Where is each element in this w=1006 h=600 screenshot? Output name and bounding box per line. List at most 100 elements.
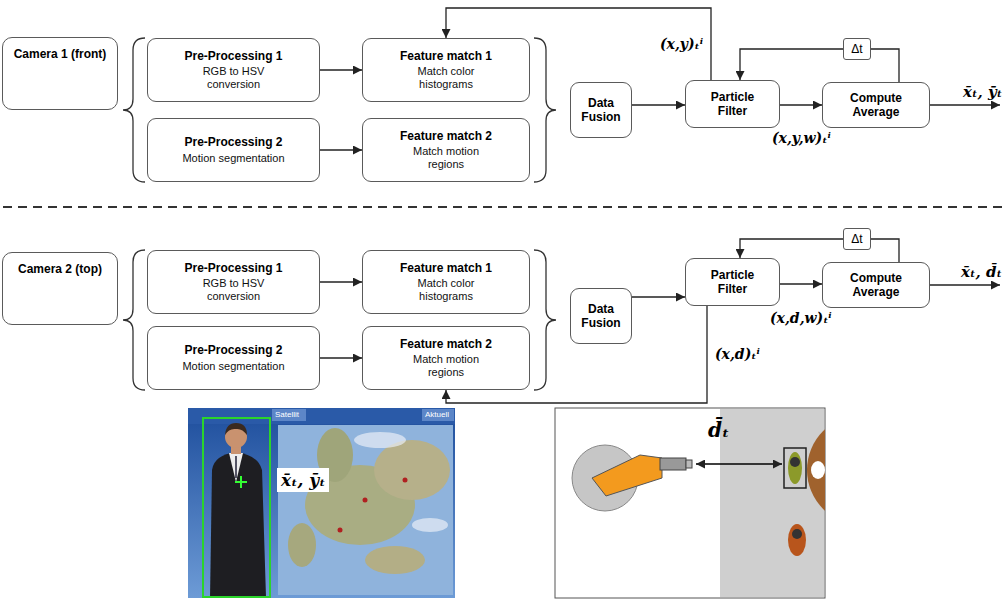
state-label: (x,d,w)ₜⁱ	[770, 310, 832, 327]
box-body: Motion segmentation	[182, 360, 284, 373]
box-body: Match color histograms	[401, 65, 491, 91]
process-box: Pre-Processing 2 Motion segmentation	[147, 118, 320, 182]
box-title: Pre-Processing 2	[184, 343, 282, 357]
camera-lens	[686, 460, 692, 468]
box-title: Camera 2 (top)	[18, 262, 102, 276]
box-title: Camera 1 (front)	[14, 47, 107, 61]
state-label: (x,y)ₜⁱ	[660, 36, 703, 53]
camera-mount	[592, 455, 662, 496]
presenter-body	[210, 452, 266, 598]
map-tab-text: Satellit	[275, 411, 299, 419]
connector	[320, 149, 362, 150]
connector	[632, 104, 685, 105]
map-city	[363, 498, 368, 503]
connector	[871, 239, 899, 262]
box-body: Match motion regions	[401, 145, 491, 171]
connector	[740, 49, 843, 80]
desk-notch	[811, 461, 825, 479]
box-body: Match color histograms	[401, 277, 491, 303]
box-title: Feature match 1	[400, 49, 492, 63]
tracking-cross	[240, 476, 242, 488]
output-label: x̄ₜ, ȳₜ	[963, 83, 1002, 101]
distance-label: d̄ₜ	[708, 418, 729, 442]
fusion-box: Data Fusion	[570, 288, 632, 344]
box-title: Pre-Processing 1	[184, 49, 282, 63]
connector	[780, 104, 822, 105]
presenter-tie	[235, 456, 237, 478]
person-top-view	[788, 452, 802, 484]
desk-disc	[807, 415, 825, 525]
fusion-box: Data Fusion	[570, 82, 632, 138]
tracking-box	[203, 418, 270, 597]
box-title: Compute Average	[842, 91, 910, 120]
box-body: RGB to HSV conversion	[189, 277, 279, 303]
brace	[123, 38, 145, 182]
state-label: (x,y,w)ₜⁱ	[772, 130, 831, 147]
connector	[320, 357, 362, 358]
photo-background	[188, 408, 455, 598]
box-body: Match motion regions	[401, 353, 491, 379]
connector	[871, 49, 899, 82]
map-tab-text: Aktuell	[425, 411, 449, 419]
connector	[632, 296, 685, 297]
brace	[534, 250, 556, 390]
box-title: Pre-Processing 1	[184, 261, 282, 275]
map-land	[374, 440, 450, 500]
box-title: Particle Filter	[702, 268, 764, 297]
box-title: Data Fusion	[577, 96, 625, 125]
map-land	[288, 523, 316, 567]
position-label: x̄ₜ, ȳₜ	[277, 468, 329, 492]
top-view-schematic	[555, 408, 917, 598]
separator-line	[3, 206, 1003, 208]
camera-box: Camera 1 (front)	[2, 37, 118, 110]
box-title: Pre-Processing 2	[184, 135, 282, 149]
map-city	[338, 528, 343, 533]
match-box: Feature match 1 Match color histograms	[362, 38, 530, 102]
average-box: Compute Average	[822, 82, 930, 128]
delay-box: Δt	[843, 38, 871, 60]
presenter-hair	[225, 423, 247, 435]
box-title: Δt	[851, 232, 862, 246]
box-body: Motion segmentation	[182, 152, 284, 165]
target-box	[784, 448, 806, 488]
filter-box: Particle Filter	[685, 258, 780, 306]
schematic-frame	[555, 408, 825, 598]
desk-shape	[807, 415, 825, 525]
box-title: Particle Filter	[702, 90, 764, 119]
map-top-bar	[188, 408, 455, 424]
box-title: Compute Average	[842, 271, 910, 300]
map-tab	[422, 409, 454, 421]
box-body: RGB to HSV conversion	[189, 65, 279, 91]
map-sea	[278, 425, 453, 595]
match-box: Feature match 1 Match color histograms	[362, 250, 530, 314]
connector	[740, 239, 843, 258]
connector	[320, 69, 362, 70]
output-arrow	[930, 284, 1000, 285]
process-box: Pre-Processing 1 RGB to HSV conversion	[147, 250, 320, 314]
map-cloud	[412, 518, 448, 532]
person-head	[790, 457, 800, 467]
box-title: Feature match 2	[400, 337, 492, 351]
delay-box: Δt	[843, 228, 871, 250]
connector	[780, 283, 822, 284]
box-title: Feature match 1	[400, 261, 492, 275]
person-top-view	[788, 524, 806, 556]
match-box: Feature match 2 Match motion regions	[362, 326, 530, 390]
process-box: Pre-Processing 1 RGB to HSV conversion	[147, 38, 320, 102]
output-label: x̄ₜ, d̄ₜ	[961, 263, 1002, 281]
box-title: Data Fusion	[577, 302, 625, 331]
process-box: Pre-Processing 2 Motion segmentation	[147, 326, 320, 390]
presenter-photo	[188, 408, 455, 598]
average-box: Compute Average	[822, 262, 930, 308]
match-box: Feature match 2 Match motion regions	[362, 118, 530, 182]
map-tab	[272, 409, 306, 421]
brace	[534, 38, 556, 182]
map-land	[365, 546, 425, 574]
map-cloud	[354, 432, 406, 448]
box-title: Δt	[851, 42, 862, 56]
box-title: Feature match 2	[400, 129, 492, 143]
connector	[320, 281, 362, 282]
state-label: (x,d)ₜⁱ	[715, 346, 760, 363]
output-arrow	[930, 104, 1000, 105]
